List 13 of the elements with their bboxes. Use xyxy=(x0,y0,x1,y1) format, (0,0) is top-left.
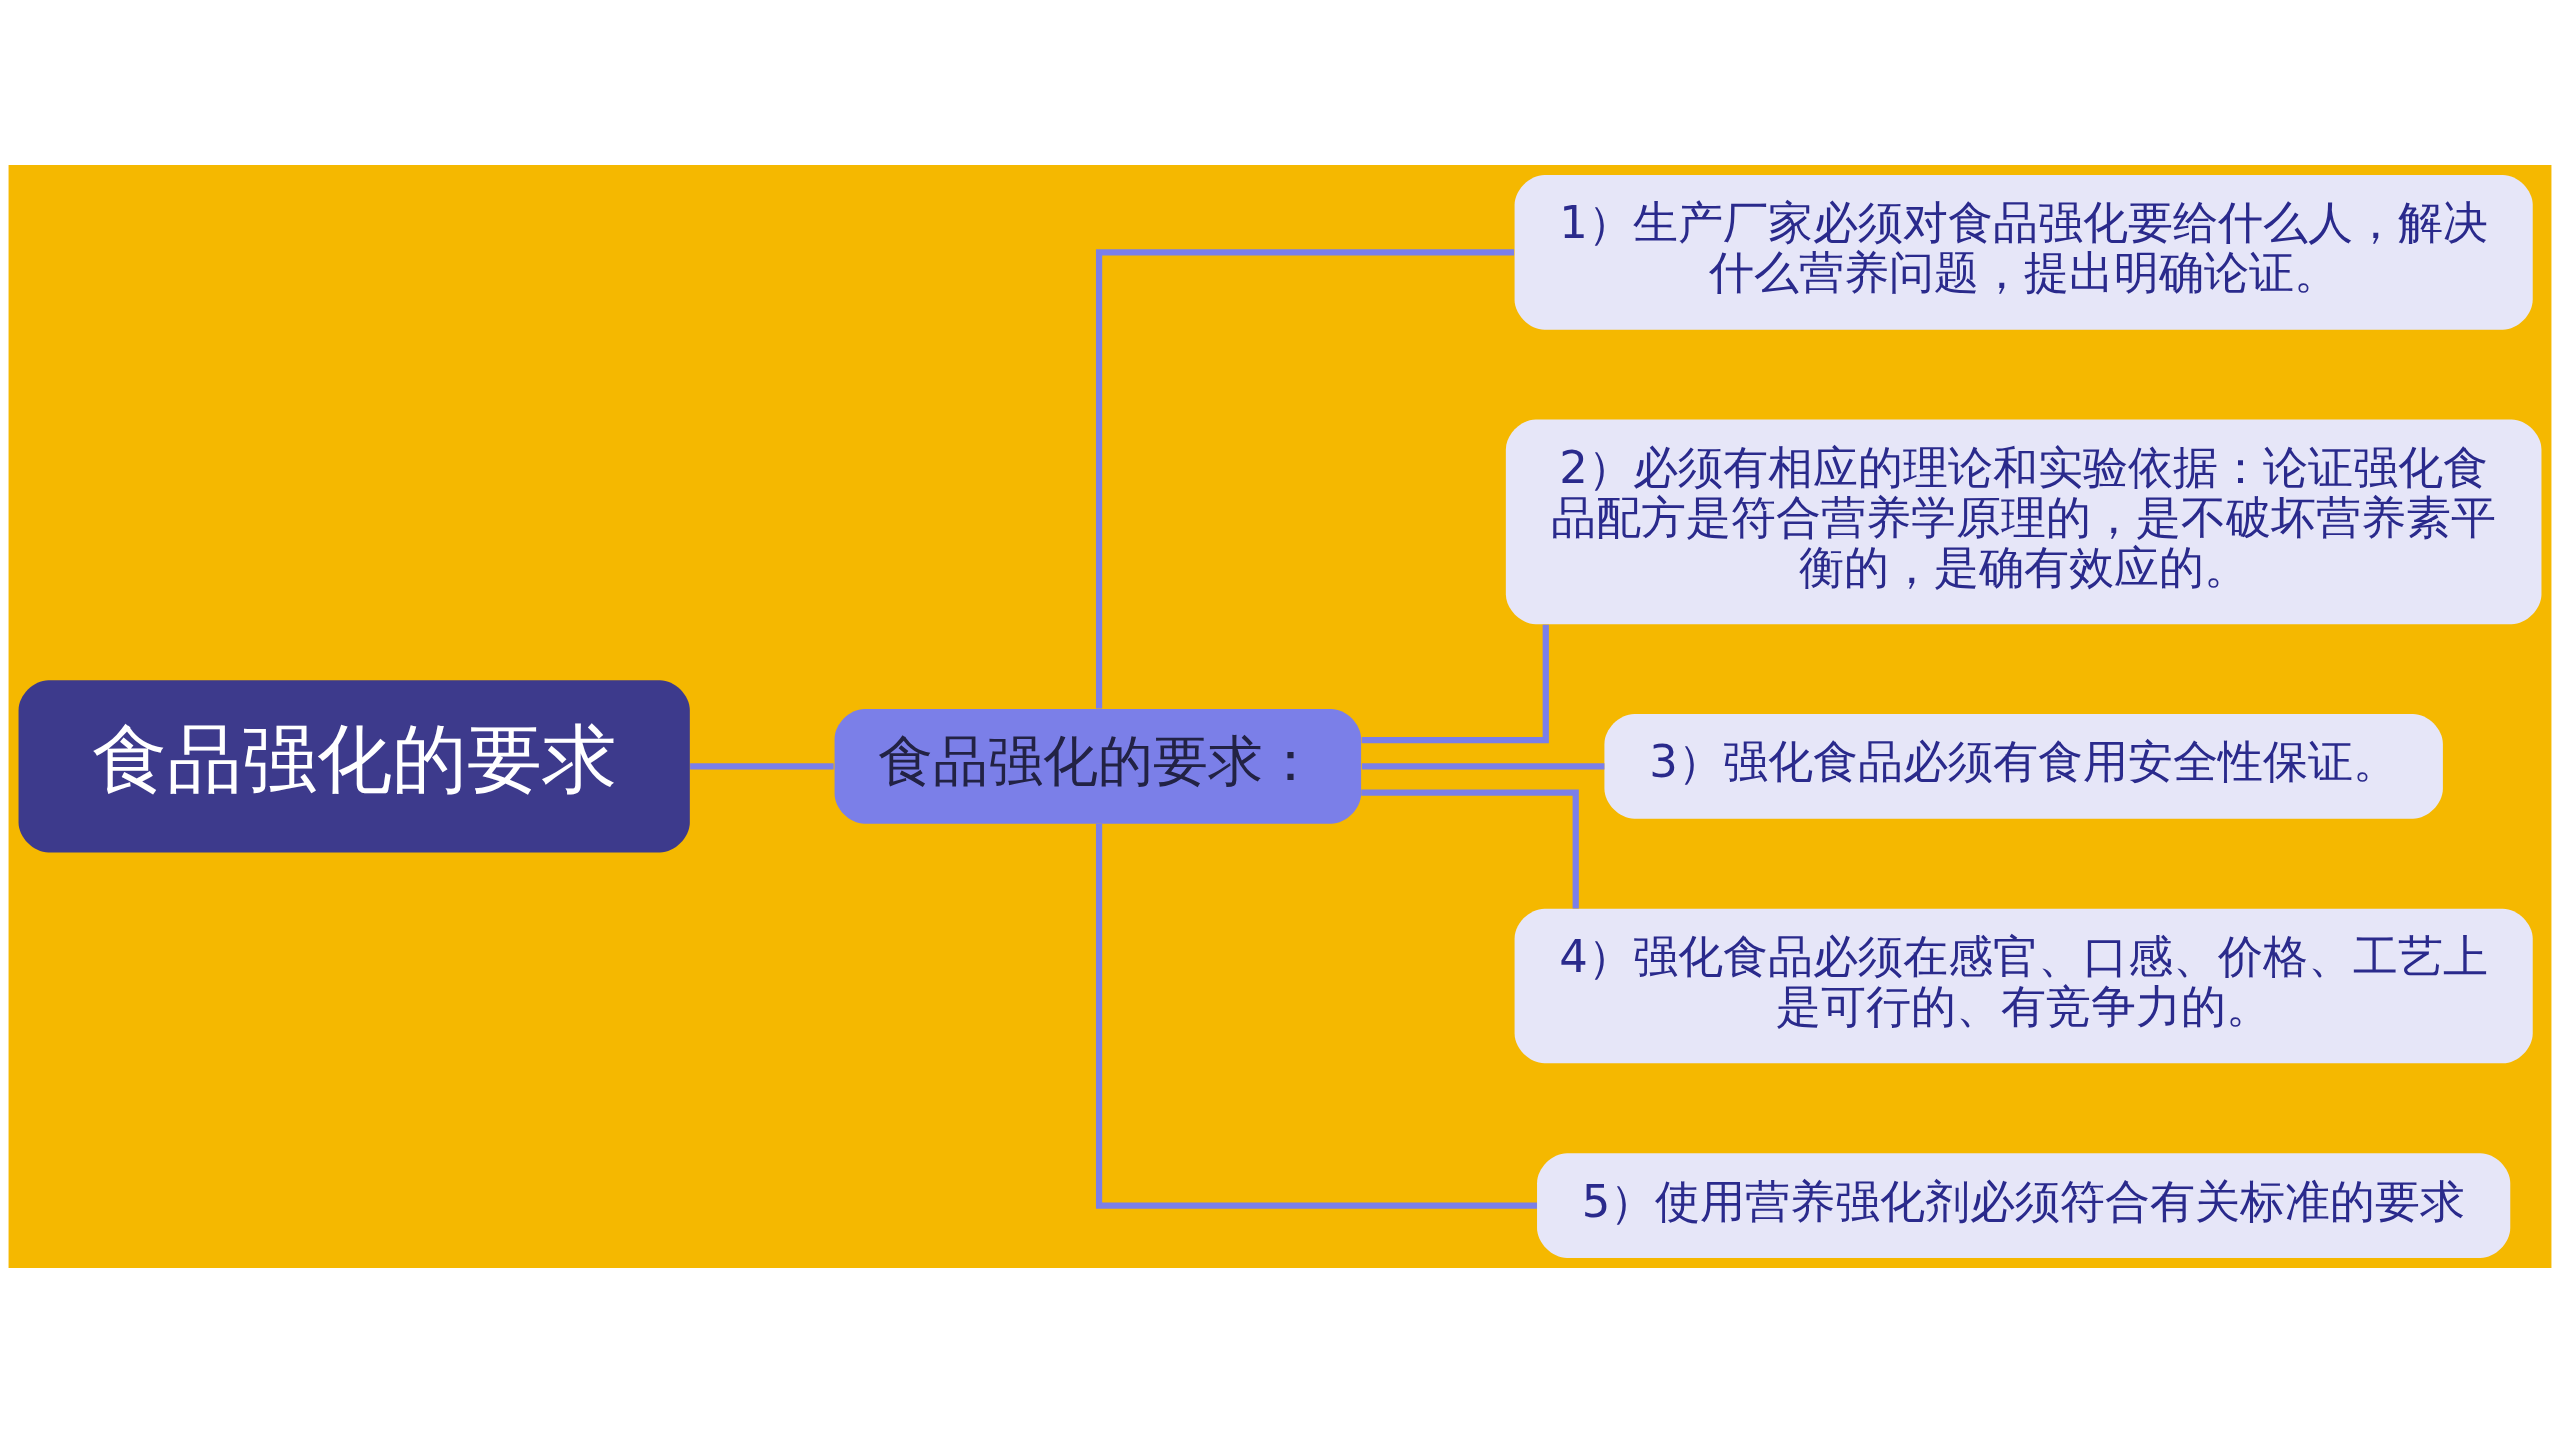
node-box: 5）使用营养强化剂必须符合有关标准的要求 xyxy=(1537,1152,2511,1258)
connector xyxy=(1095,823,1537,1209)
connector xyxy=(1361,624,1549,743)
connector xyxy=(1361,789,1579,908)
node-box: 2）必须有相应的理论和实验依据：论证强化食品配方是符合营养学原理的，是不破坏营养素平衡的，是确有效应的。 xyxy=(1505,419,2542,624)
node-box: 4）强化食品必须在感官、口感、价格、工艺上是可行的、有竞争力的。 xyxy=(1514,908,2533,1063)
node-box: 食品强化的要求： xyxy=(834,708,1362,824)
connector xyxy=(1095,248,1515,708)
node-box: 食品强化的要求 xyxy=(18,679,690,852)
connector xyxy=(690,762,834,770)
connector xyxy=(1361,762,1605,770)
node-box: 3）强化食品必须有食用安全性保证。 xyxy=(1604,713,2443,819)
node-box: 1）生产厂家必须对食品强化要给什么人，解决什么营养问题，提出明确论证。 xyxy=(1514,174,2533,330)
